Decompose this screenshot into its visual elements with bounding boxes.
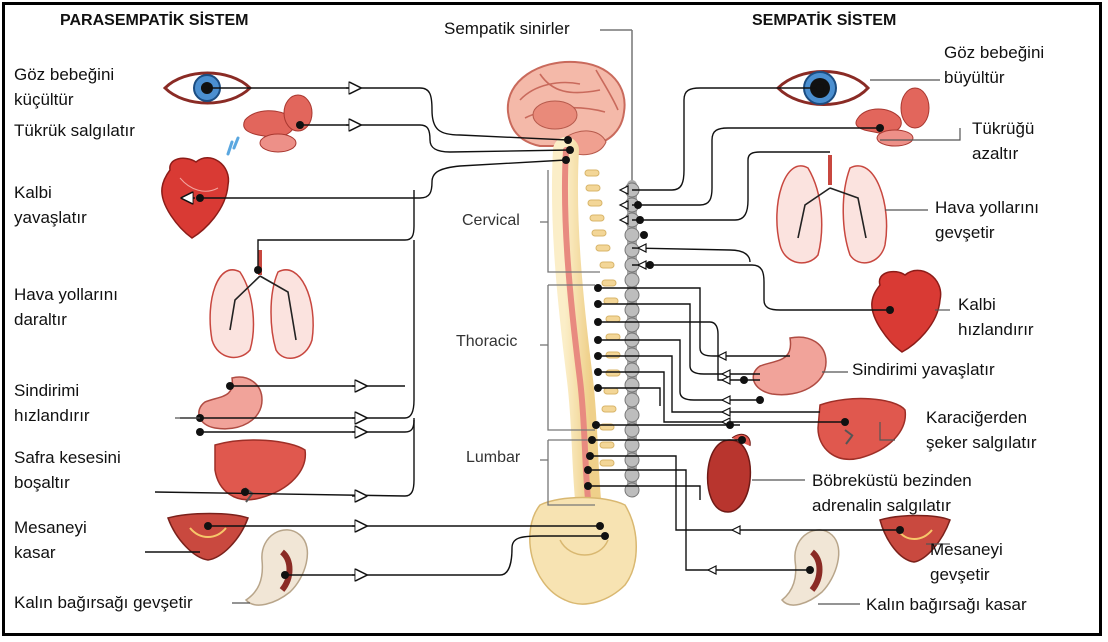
cervical-label: Cervical [462, 212, 520, 230]
symp-colon-label: Kalın bağırsağı kasar [866, 592, 1027, 617]
para-bladder-label: Mesaneyi kasar [14, 515, 87, 565]
symp-airways-label: Hava yollarını gevşetir [935, 195, 1039, 245]
para-pupil-label: Göz bebeğini küçültür [14, 62, 114, 112]
para-gallbladder-label: Safra kesesini boşaltır [14, 445, 121, 495]
left-lungs-icon [210, 250, 313, 358]
symp-adrenal-label: Böbreküstü bezinden adrenalin salgılatır [812, 468, 972, 518]
right-salivary-gland-icon [856, 88, 929, 146]
symp-pupil-label: Göz bebeğini büyültür [944, 40, 1044, 90]
para-digestion-label: Sindirimi hızlandırır [14, 378, 90, 428]
symp-saliva-label: Tükrüğü azaltır [972, 116, 1034, 166]
sympathetic-nerves-label: Sempatik sinirler [444, 16, 570, 41]
para-heart-label: Kalbi yavaşlatır [14, 180, 87, 230]
para-airways-label: Hava yollarını daraltır [14, 282, 118, 332]
parasympathetic-heading: PARASEMPATİK SİSTEM [60, 12, 248, 30]
right-lungs-icon [777, 155, 887, 263]
para-colon-label: Kalın bağırsağı gevşetir [14, 590, 193, 615]
symp-heart-label: Kalbi hızlandırır [958, 292, 1034, 342]
lumbar-label: Lumbar [466, 449, 520, 467]
right-heart-icon [872, 270, 941, 352]
thoracic-label: Thoracic [456, 333, 517, 351]
symp-bladder-label: Mesaneyi gevşetir [930, 537, 1003, 587]
right-liver-icon [818, 399, 905, 460]
symp-liver-label: Karaciğerden şeker salgılatır [926, 405, 1037, 455]
symp-digestion-label: Sindirimi yavaşlatır [852, 357, 995, 382]
right-stomach-icon [753, 337, 826, 395]
left-colon-icon [246, 530, 307, 605]
para-saliva-label: Tükrük salgılatır [14, 118, 135, 143]
right-adrenal-kidney-icon [708, 434, 751, 512]
left-bladder-icon [168, 514, 248, 561]
sympathetic-heading: SEMPATİK SİSTEM [752, 12, 896, 30]
